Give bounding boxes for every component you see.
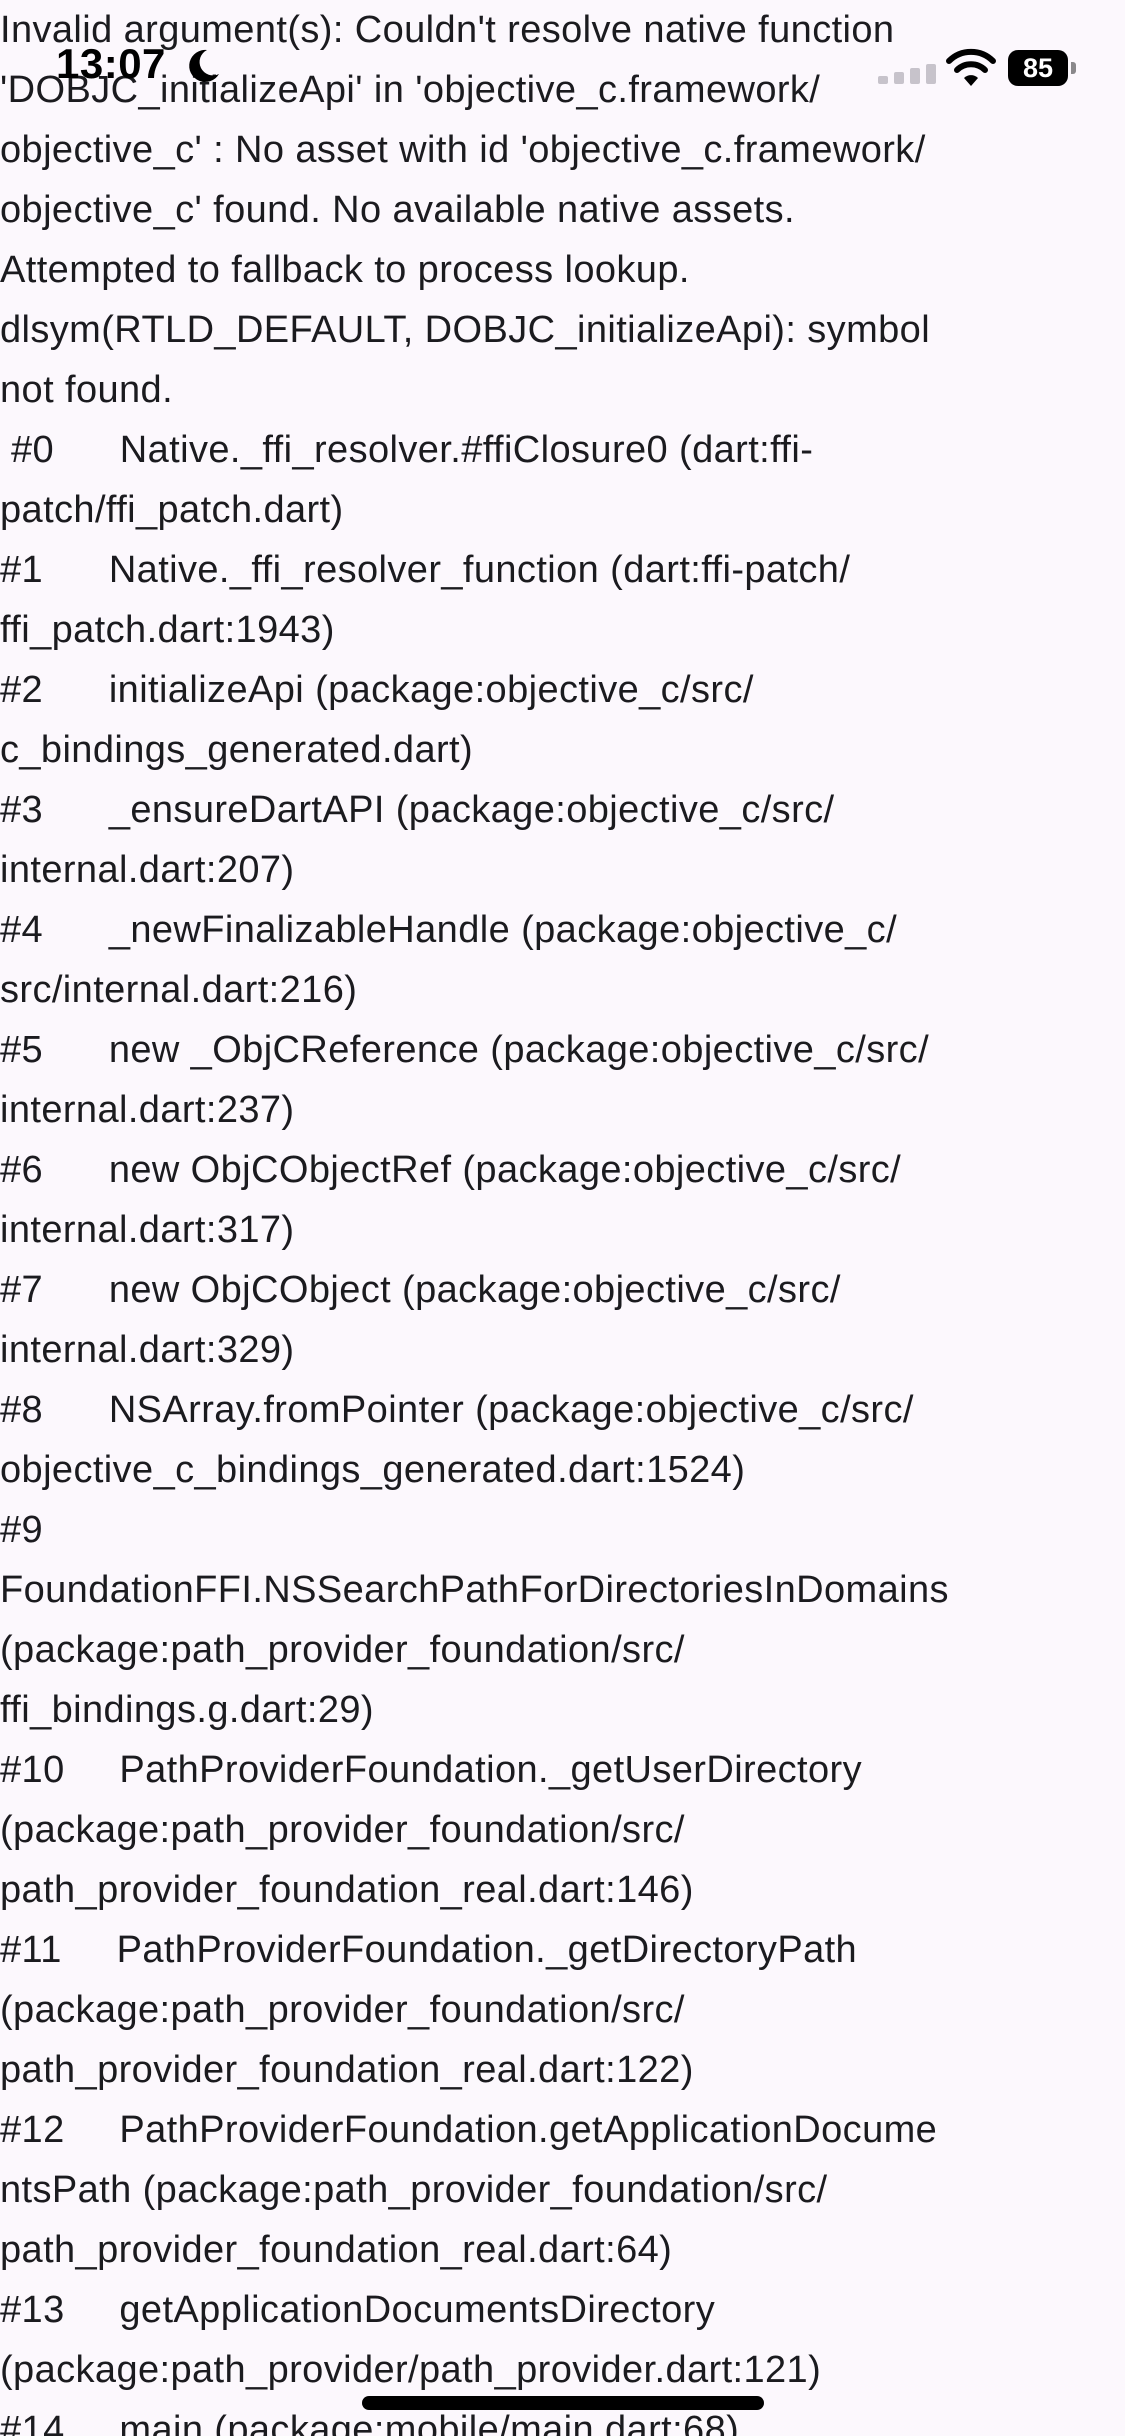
error-line: ntsPath (package:path_provider_foundatio… bbox=[0, 2169, 828, 2211]
error-line: src/internal.dart:216) bbox=[0, 969, 358, 1011]
error-line: #9 bbox=[0, 1509, 44, 1551]
error-line: (package:path_provider_foundation/src/ bbox=[0, 1629, 685, 1671]
error-line: internal.dart:207) bbox=[0, 849, 295, 891]
error-line: #10 PathProviderFoundation._getUserDirec… bbox=[0, 1749, 862, 1791]
error-line: internal.dart:317) bbox=[0, 1209, 295, 1251]
error-line: #2 initializeApi (package:objective_c/sr… bbox=[0, 669, 754, 711]
error-line: objective_c' : No asset with id 'objecti… bbox=[0, 129, 926, 171]
error-line: internal.dart:237) bbox=[0, 1089, 295, 1131]
error-line: (package:path_provider/path_provider.dar… bbox=[0, 2349, 822, 2391]
error-line: ffi_bindings.g.dart:29) bbox=[0, 1689, 374, 1731]
error-line: #11 PathProviderFoundation._getDirectory… bbox=[0, 1929, 858, 1971]
error-line: Attempted to fallback to process lookup. bbox=[0, 249, 690, 291]
error-line: objective_c_bindings_generated.dart:1524… bbox=[0, 1449, 746, 1491]
error-line: path_provider_foundation_real.dart:122) bbox=[0, 2049, 694, 2091]
error-line: #12 PathProviderFoundation.getApplicatio… bbox=[0, 2109, 938, 2151]
error-line: objective_c' found. No available native … bbox=[0, 189, 795, 231]
error-line: FoundationFFI.NSSearchPathForDirectories… bbox=[0, 1569, 949, 1611]
error-line: path_provider_foundation_real.dart:146) bbox=[0, 1869, 694, 1911]
home-indicator[interactable] bbox=[362, 2396, 764, 2410]
error-line: path_provider_foundation_real.dart:64) bbox=[0, 2229, 673, 2271]
error-line: #0 Native._ffi_resolver.#ffiClosure0 (da… bbox=[0, 429, 814, 471]
error-line: #8 NSArray.fromPointer (package:objectiv… bbox=[0, 1389, 914, 1431]
error-line: ffi_patch.dart:1943) bbox=[0, 609, 335, 651]
error-line: not found. bbox=[0, 369, 174, 411]
error-line: (package:path_provider_foundation/src/ bbox=[0, 1989, 685, 2031]
error-line: #1 Native._ffi_resolver_function (dart:f… bbox=[0, 549, 851, 591]
error-line: #6 new ObjCObjectRef (package:objective_… bbox=[0, 1149, 902, 1191]
error-line: #14 main (package:mobile/main.dart:68) bbox=[0, 2409, 740, 2436]
error-line: patch/ffi_patch.dart) bbox=[0, 489, 344, 531]
error-line: Invalid argument(s): Couldn't resolve na… bbox=[0, 9, 895, 51]
error-line: (package:path_provider_foundation/src/ bbox=[0, 1809, 685, 1851]
error-line: c_bindings_generated.dart) bbox=[0, 729, 474, 771]
error-line: #5 new _ObjCReference (package:objective… bbox=[0, 1029, 930, 1071]
error-line: #4 _newFinalizableHandle (package:object… bbox=[0, 909, 898, 951]
error-line: dlsym(RTLD_DEFAULT, DOBJC_initializeApi)… bbox=[0, 309, 931, 351]
error-line: #13 getApplicationDocumentsDirectory bbox=[0, 2289, 716, 2331]
error-line: internal.dart:329) bbox=[0, 1329, 295, 1371]
error-line: #7 new ObjCObject (package:objective_c/s… bbox=[0, 1269, 841, 1311]
error-line: 'DOBJC_initializeApi' in 'objective_c.fr… bbox=[0, 69, 821, 111]
error-line: #3 _ensureDartAPI (package:objective_c/s… bbox=[0, 789, 835, 831]
